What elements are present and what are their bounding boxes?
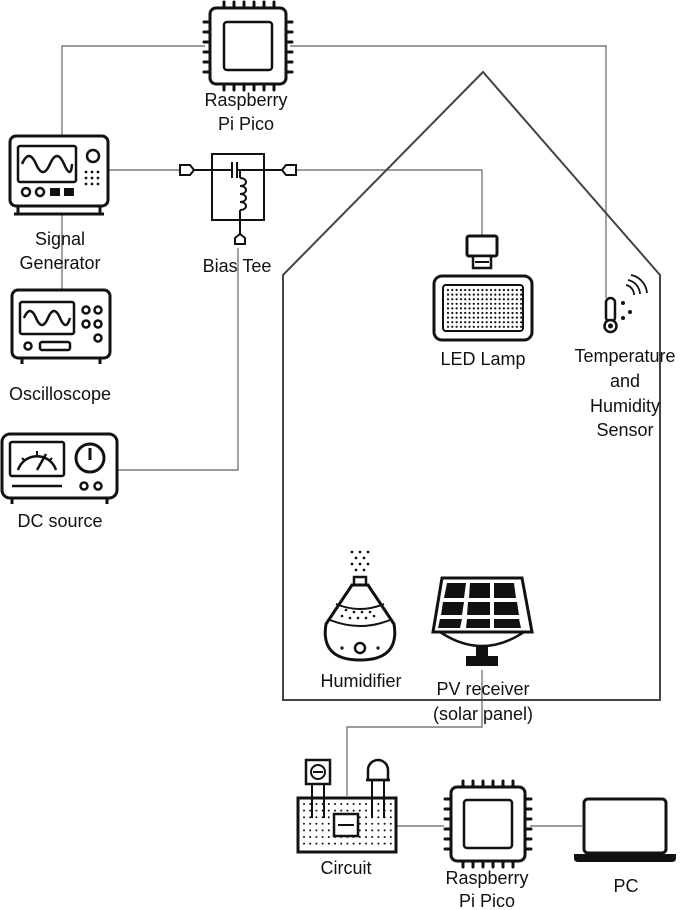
- led-lamp-icon: [432, 234, 534, 342]
- bias-tee-label: Bias Tee: [203, 256, 272, 276]
- pico-top-label-1: Raspberry: [204, 90, 287, 110]
- solar-panel-icon: [431, 576, 534, 666]
- sensor-label-4: Sensor: [596, 420, 653, 440]
- oscilloscope-label: Oscilloscope: [9, 384, 111, 404]
- circuit-label: Circuit: [320, 858, 371, 878]
- greenhouse-outline: [282, 70, 661, 701]
- oscilloscope-icon: [10, 288, 112, 364]
- sensor-label-2: and: [610, 371, 640, 391]
- temperature-humidity-sensor: Temperature and Humidity Sensor: [574, 274, 676, 440]
- dc-source-icon: [0, 432, 119, 504]
- siggen-label-2: Generator: [19, 253, 100, 273]
- microchip-icon: [443, 779, 533, 869]
- bias-tee-icon: [179, 153, 297, 245]
- thermometer-humidity-icon: [603, 274, 648, 334]
- dc-source: DC source: [0, 432, 119, 531]
- signal-generator: Signal Generator: [8, 134, 110, 273]
- pv-label-2: (solar panel): [433, 704, 533, 724]
- pico-bottom: Raspberry Pi Pico: [443, 779, 533, 910]
- pv-receiver: PV receiver (solar panel): [431, 576, 534, 724]
- sensor-label-3: Humidity: [590, 396, 660, 416]
- humidifier-icon: [323, 550, 397, 662]
- siggen-label-1: Signal: [35, 229, 85, 249]
- pv-label-1: PV receiver: [436, 679, 529, 699]
- led-lamp-label: LED Lamp: [440, 349, 525, 369]
- pico-bottom-label-2: Pi Pico: [459, 891, 515, 910]
- led-lamp: LED Lamp: [432, 234, 534, 369]
- circuit: Circuit: [296, 758, 398, 878]
- oscilloscope: Oscilloscope: [9, 288, 112, 404]
- breadboard-icon: [296, 758, 398, 854]
- humidifier-label: Humidifier: [320, 671, 401, 691]
- humidifier: Humidifier: [320, 550, 402, 691]
- laptop-icon: [574, 797, 676, 862]
- sensor-label-1: Temperature: [574, 346, 675, 366]
- bias-tee: Bias Tee: [179, 153, 297, 276]
- pico-bottom-label-1: Raspberry: [445, 868, 528, 888]
- dc-source-label: DC source: [17, 511, 102, 531]
- pc: PC: [574, 797, 676, 896]
- signal-generator-icon: [8, 134, 110, 216]
- pico-top: Raspberry Pi Pico: [202, 0, 294, 134]
- microchip-icon: [202, 0, 294, 92]
- pico-top-label-2: Pi Pico: [218, 114, 274, 134]
- pc-label: PC: [613, 876, 638, 896]
